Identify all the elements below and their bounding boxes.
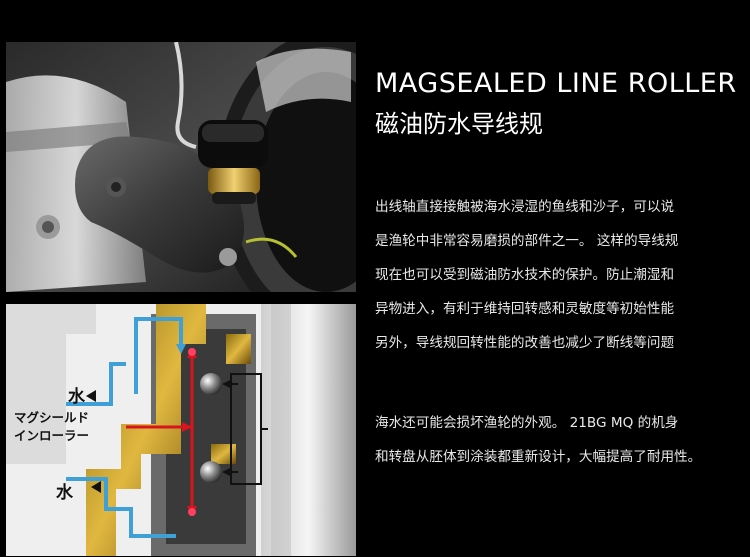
cross-section-illustration [6, 304, 356, 556]
description-line: 出线轴直接接触被海水浸湿的鱼线和沙子，可以说 [375, 199, 675, 215]
description-line: 海水还可能会损坏渔轮的外观。 21BG MQ 的机身 [375, 415, 679, 431]
feature-title-english: MAGSEALED LINE ROLLER [375, 68, 737, 99]
magseal-label-line2: インローラー [14, 428, 90, 443]
magseal-cross-section-diagram: 水 マグシールド インローラー 水 [6, 304, 356, 556]
line-roller-photo [6, 42, 356, 292]
description-line: 和转盘从胚体到涂装都重新设计，大幅提高了耐用性。 [375, 449, 702, 465]
description-line: 现在也可以受到磁油防水技术的保护。防止潮湿和 [375, 267, 675, 283]
water-label-bottom: 水 [56, 483, 73, 503]
description-line: 另外，导线规回转性能的改善也减少了断线等问题 [375, 335, 675, 351]
water-label-top: 水 [68, 387, 85, 407]
feature-description: 出线轴直接接触被海水浸湿的鱼线和沙子，可以说 是渔轮中非常容易磨损的部件之一。 … [375, 190, 745, 360]
durability-description: 海水还可能会损坏渔轮的外观。 21BG MQ 的机身 和转盘从胚体到涂装都重新设… [375, 406, 745, 474]
description-line: 是渔轮中非常容易磨损的部件之一。 这样的导线规 [375, 233, 679, 249]
magseal-label-line1: マグシールド [14, 410, 90, 425]
description-line: 异物进入，有利于维持回转感和灵敏度等初始性能 [375, 301, 675, 317]
line-roller-illustration [6, 42, 356, 292]
feature-title-chinese: 磁油防水导线规 [375, 110, 543, 138]
